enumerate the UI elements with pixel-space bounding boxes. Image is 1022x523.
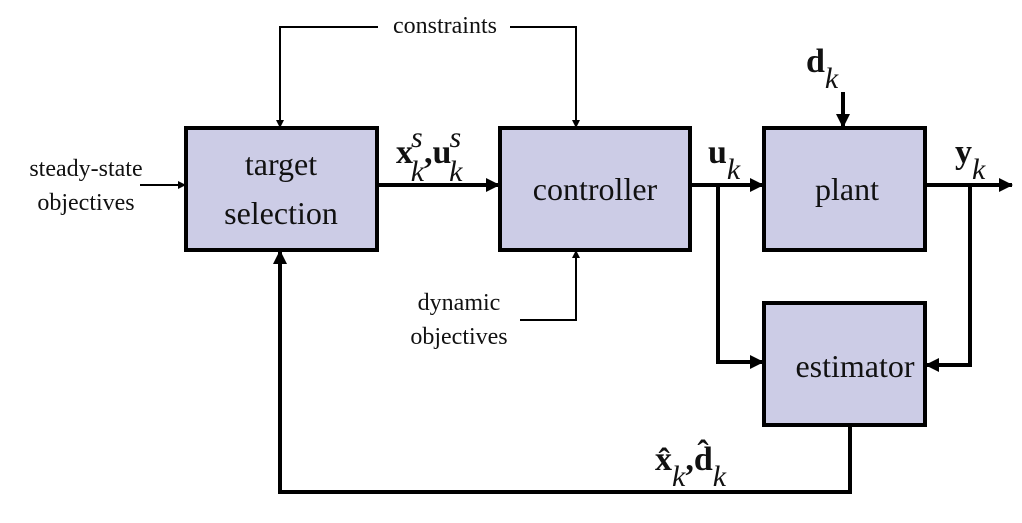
controller-label: controller <box>533 171 658 207</box>
steady-state-label-2: objectives <box>37 190 134 216</box>
dynamic-objectives-input: dynamic objectives <box>410 250 580 350</box>
target-selection-block: target selection <box>184 126 379 252</box>
steady-state-label-1: steady-state <box>29 156 142 182</box>
estimator-label: estimator <box>795 348 914 384</box>
steady-state-objectives-input: steady-state objectives <box>29 156 186 216</box>
input-label: uk <box>708 134 741 186</box>
dynamic-label-1: dynamic <box>418 290 501 316</box>
disturbance-label: dk <box>806 43 839 95</box>
dynamic-to-controller-arrow <box>520 250 580 321</box>
output-to-estimator-arrow <box>925 185 972 372</box>
dynamic-label-2: objectives <box>410 324 507 350</box>
plant-block: plant <box>762 126 927 252</box>
target-selection-label-2: selection <box>224 195 338 231</box>
estimates-label: x̂k,d̂k <box>655 438 727 493</box>
constraints-label: constraints <box>393 13 497 39</box>
constraints-to-controller-arrow <box>510 26 580 128</box>
estimates-feedback-arrow <box>273 250 852 494</box>
plant-label: plant <box>815 171 879 207</box>
controller-block: controller <box>498 126 692 252</box>
constraints-to-target-arrow <box>276 26 378 128</box>
input-to-estimator-arrow <box>716 185 764 369</box>
estimator-block: estimator <box>762 301 927 427</box>
constraints-input: constraints <box>276 13 580 128</box>
output-label: yk <box>955 134 986 186</box>
target-selection-label-1: target <box>245 146 317 182</box>
